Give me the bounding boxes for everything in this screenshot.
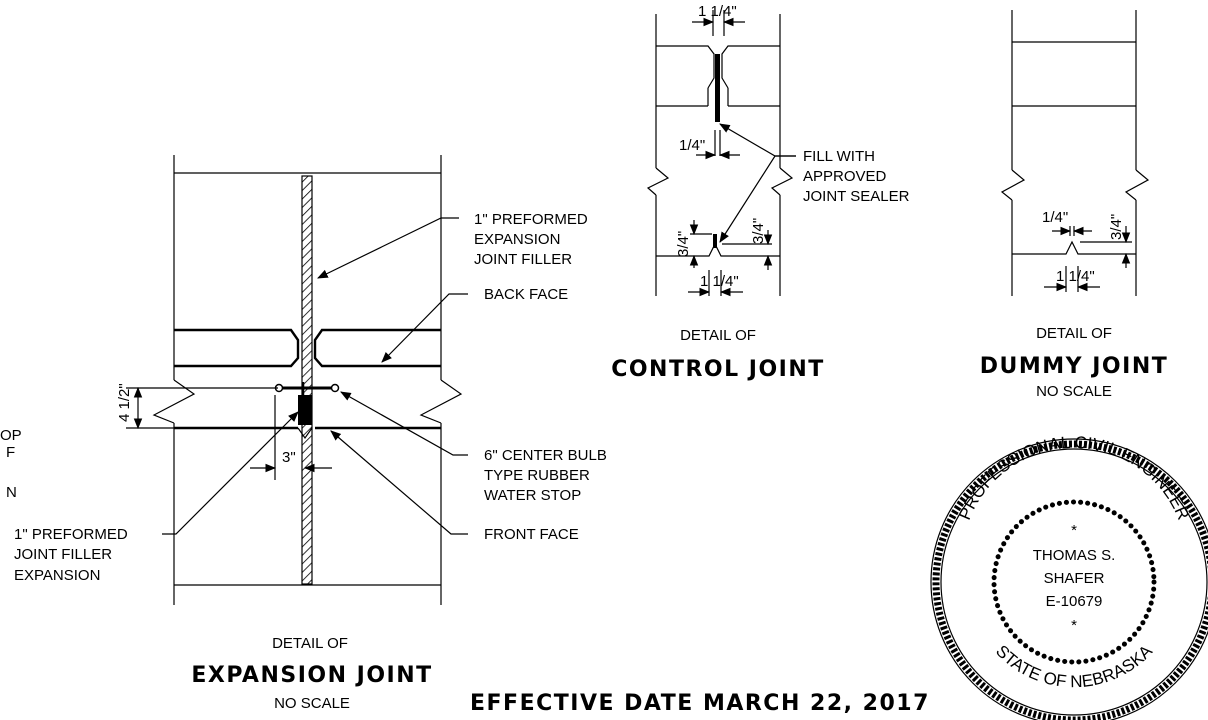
svg-text:1 1/4": 1 1/4"	[698, 3, 737, 20]
effective-date: EFFECTIVE DATE MARCH 22, 2017	[470, 691, 930, 716]
dim-offset: 3"	[282, 449, 296, 466]
svg-text:1" PREFORMED: 1" PREFORMED	[14, 526, 128, 543]
svg-text:3/4": 3/4"	[750, 218, 767, 244]
svg-text:N: N	[6, 484, 17, 501]
engineer-seal: PROFESSIONAL CIVIL ENGINEER STATE OF NEB…	[930, 433, 1208, 720]
svg-text:3/4": 3/4"	[1108, 214, 1125, 240]
svg-text:1 1/4": 1 1/4"	[1056, 268, 1095, 285]
seal-star-bottom: *	[1071, 617, 1077, 634]
svg-text:1" PREFORMED: 1" PREFORMED	[474, 211, 588, 228]
seal-arc-bottom: STATE OF NEBRASKA	[992, 641, 1156, 691]
svg-text:EXPANSION: EXPANSION	[474, 231, 560, 248]
svg-text:THOMAS S.: THOMAS S.	[1033, 547, 1116, 564]
svg-text:OP: OP	[0, 427, 22, 444]
dummy-title: DUMMY JOINT	[980, 354, 1169, 379]
expansion-title: EXPANSION JOINT	[191, 663, 432, 688]
expansion-joint-detail: 4 1/2" 3" 1" PREFORMED EXPANSION JOINT F…	[14, 155, 607, 712]
control-joint-detail: 1 1/4" 1/4" 3/4" 3/4" 1 1/4" FILL WITH A…	[611, 3, 909, 382]
svg-text:F: F	[6, 444, 15, 461]
svg-text:6" CENTER BULB: 6" CENTER BULB	[484, 447, 607, 464]
svg-text:1 1/4": 1 1/4"	[700, 273, 739, 290]
svg-text:JOINT FILLER: JOINT FILLER	[14, 546, 112, 563]
svg-text:JOINT FILLER: JOINT FILLER	[474, 251, 572, 268]
svg-text:JOINT SEALER: JOINT SEALER	[803, 188, 910, 205]
svg-text:WATER STOP: WATER STOP	[484, 487, 581, 504]
control-caption: DETAIL OF	[680, 327, 756, 344]
front-face-label: FRONT FACE	[484, 526, 579, 543]
seal-star-top: *	[1071, 522, 1077, 539]
svg-text:EXPANSION: EXPANSION	[14, 567, 100, 584]
control-title: CONTROL JOINT	[611, 357, 825, 382]
dim-depth: 4 1/2"	[116, 383, 133, 422]
dummy-joint-detail: 1/4" 3/4" 1 1/4" DETAIL OF DUMMY JOINT N…	[980, 10, 1169, 400]
svg-text:1/4": 1/4"	[679, 137, 705, 154]
back-face-label: BACK FACE	[484, 286, 568, 303]
svg-text:1/4": 1/4"	[1042, 209, 1068, 226]
svg-text:E-10679: E-10679	[1046, 593, 1103, 610]
expansion-caption: DETAIL OF	[272, 635, 348, 652]
svg-text:SHAFER: SHAFER	[1044, 570, 1105, 587]
expansion-scale: NO SCALE	[274, 695, 350, 712]
left-clipped-note: OP F N	[0, 427, 22, 501]
dummy-caption: DETAIL OF	[1036, 325, 1112, 342]
svg-text:APPROVED: APPROVED	[803, 168, 887, 185]
svg-text:3/4": 3/4"	[675, 231, 692, 257]
svg-text:FILL WITH: FILL WITH	[803, 148, 875, 165]
dummy-scale: NO SCALE	[1036, 383, 1112, 400]
svg-text:TYPE RUBBER: TYPE RUBBER	[484, 467, 590, 484]
